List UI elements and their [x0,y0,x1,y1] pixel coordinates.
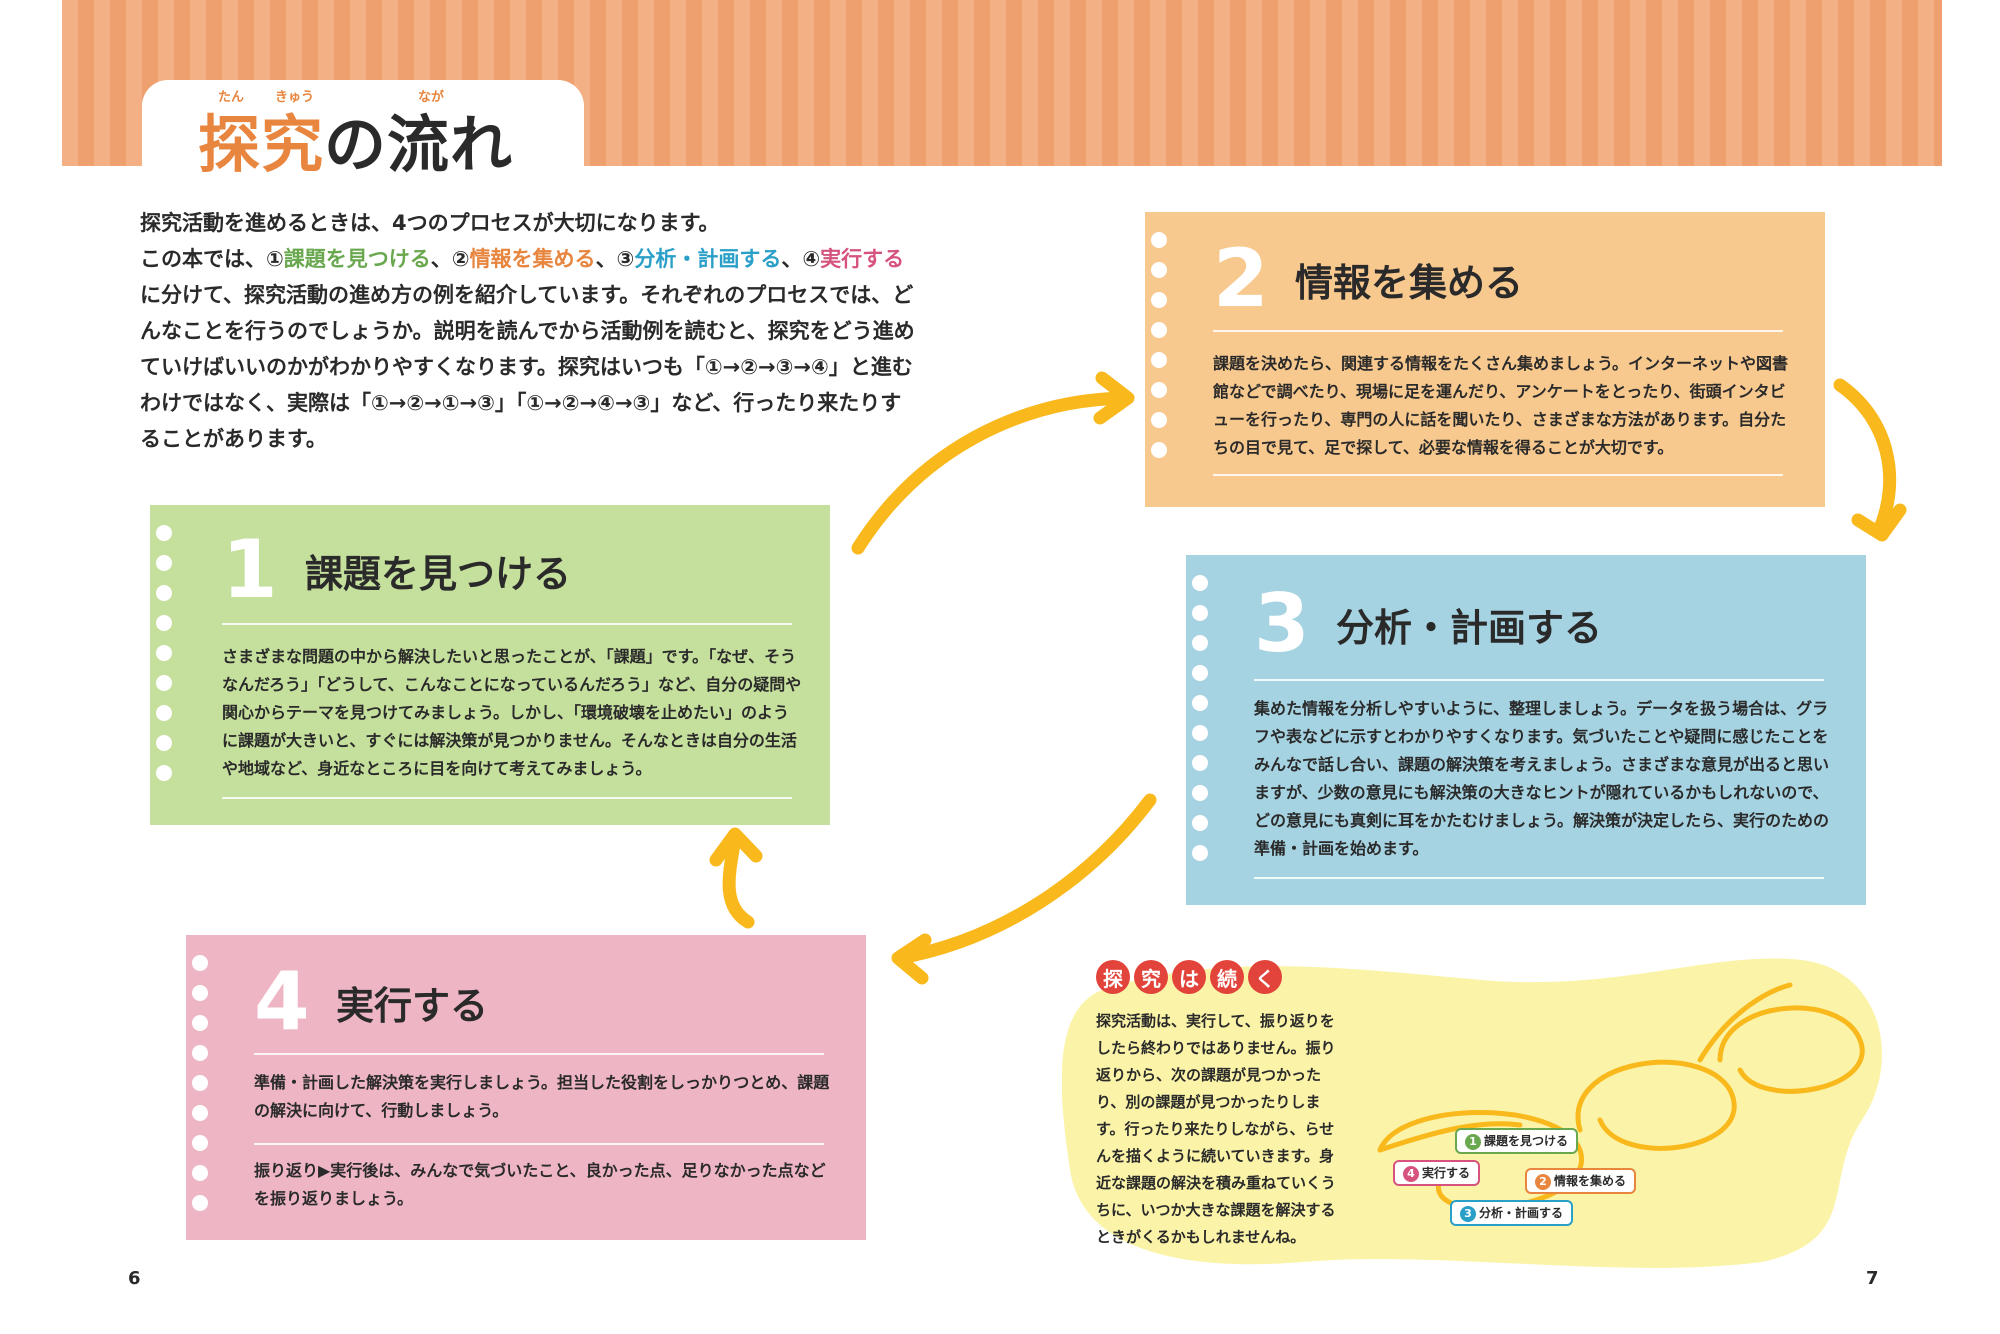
intro-line-2a: この本では、① [140,247,284,271]
notebook-holes [1151,232,1169,472]
divider [1213,474,1783,476]
divider [1254,679,1824,681]
arrow-3-to-4 [893,793,1157,965]
ruby-naga: なが [418,90,445,105]
intro-sep-1: 、② [430,247,470,271]
step-card-1: 1 課題を見つける さまざまな問題の中から解決したいと思ったことが、「課題」です… [150,505,830,825]
mini-label-num: 3 [1460,1206,1476,1222]
reflection-note: 振り返り▶実行後は、みんなで気づいたこと、良かった点、足りなかった点などを振り返… [254,1161,826,1208]
page-number-right: 7 [1866,1268,1879,1289]
page-title: 探究の流れ [198,94,513,184]
mini-label-text: 実行する [1422,1166,1471,1180]
mini-label-num: 2 [1535,1174,1551,1190]
step-card-4: 4 実行する 準備・計画した解決策を実行しましょう。担当した役割をしっかりつとめ… [186,935,866,1240]
mini-label-text: 課題を見つける [1484,1134,1569,1148]
step-title: 実行する [336,984,489,1028]
keyword-2: 情報を集める [469,247,596,271]
intro-rest: に分けて、探究活動の進め方の例を紹介しています。それぞれのプロセスでは、どんなこ… [140,283,915,451]
mini-label-text: 情報を集める [1554,1174,1627,1188]
step-card-3: 3 分析・計画する 集めた情報を分析しやすいように、整理しましょう。データを扱う… [1186,555,1866,905]
arrow-2-to-3-head [1851,503,1907,542]
badge-char: く [1248,960,1282,994]
continues-badges: 探 究 は 続 く [1096,960,1282,994]
continues-text: 探究活動は、実行して、振り返りをしたら終わりではありません。振り返りから、次の課… [1096,1012,1336,1246]
spiral-loop-3 [1717,1005,1865,1094]
intro-line-1: 探究活動を進めるときは、4つのプロセスが大切になります。 [140,211,720,235]
mini-label-num: 1 [1465,1134,1481,1150]
step-number: 2 [1213,232,1269,325]
intro-paragraph: 探究活動を進めるときは、4つのプロセスが大切になります。 この本では、①課題を見… [140,205,920,457]
notebook-holes [156,525,174,795]
arrow-1-to-2 [851,391,1132,555]
spiral-tail [1697,982,1793,1063]
step-body: 課題を決めたら、関連する情報をたくさん集めましょう。インターネットや図書館などで… [1213,354,1789,457]
keyword-1: 課題を見つける [283,247,431,271]
keyword-4: 実行する [820,247,905,271]
badge-char: は [1172,960,1206,994]
divider [1213,330,1783,332]
step-number: 1 [222,523,278,616]
step-title: 分析・計画する [1336,606,1603,650]
notebook-holes [192,955,210,1225]
badge-char: 続 [1210,960,1244,994]
divider [222,623,792,625]
keyword-3: 分析・計画する [634,247,782,271]
step-body: 集めた情報を分析しやすいように、整理しましょう。データを扱う場合は、グラフや表な… [1254,699,1830,858]
step-body: さまざまな問題の中から解決したいと思ったことが、「課題」です。「なぜ、そうなんだ… [222,647,802,778]
arrow-3-to-4-head [891,933,932,985]
arrow-1-to-2-head [1093,371,1135,425]
title-tab [142,80,584,180]
arrow-4-to-1-head [709,827,763,867]
divider [222,797,792,799]
step-number: 3 [1254,577,1310,670]
divider [254,1143,824,1145]
badge-char: 探 [1096,960,1130,994]
intro-sep-3: 、④ [781,247,821,271]
divider [1254,877,1824,879]
mini-label-text: 分析・計画する [1479,1206,1564,1220]
divider [254,1053,824,1055]
step-title: 情報を集める [1295,261,1524,305]
arrow-2-to-3 [1833,378,1897,535]
arrow-4-to-1 [722,831,755,929]
title-part-1: 探究 [198,108,325,181]
notebook-holes [1192,575,1210,875]
badge-char: 究 [1134,960,1168,994]
step-card-2: 2 情報を集める 課題を決めたら、関連する情報をたくさん集めましょう。インターネ… [1145,212,1825,507]
step-title: 課題を見つける [305,552,572,596]
spiral-loop-2 [1575,1059,1737,1151]
step-body: 準備・計画した解決策を実行しましょう。担当した役割をしっかりつとめ、課題の解決に… [254,1073,830,1120]
title-part-2: の流れ [324,108,514,181]
ruby-kyuu: きゅう [275,90,315,105]
step-number: 4 [254,955,310,1048]
ruby-tan: たん [218,90,245,105]
page-number-left: 6 [128,1268,141,1289]
mini-label-num: 4 [1403,1166,1419,1182]
intro-sep-2: 、③ [595,247,635,271]
